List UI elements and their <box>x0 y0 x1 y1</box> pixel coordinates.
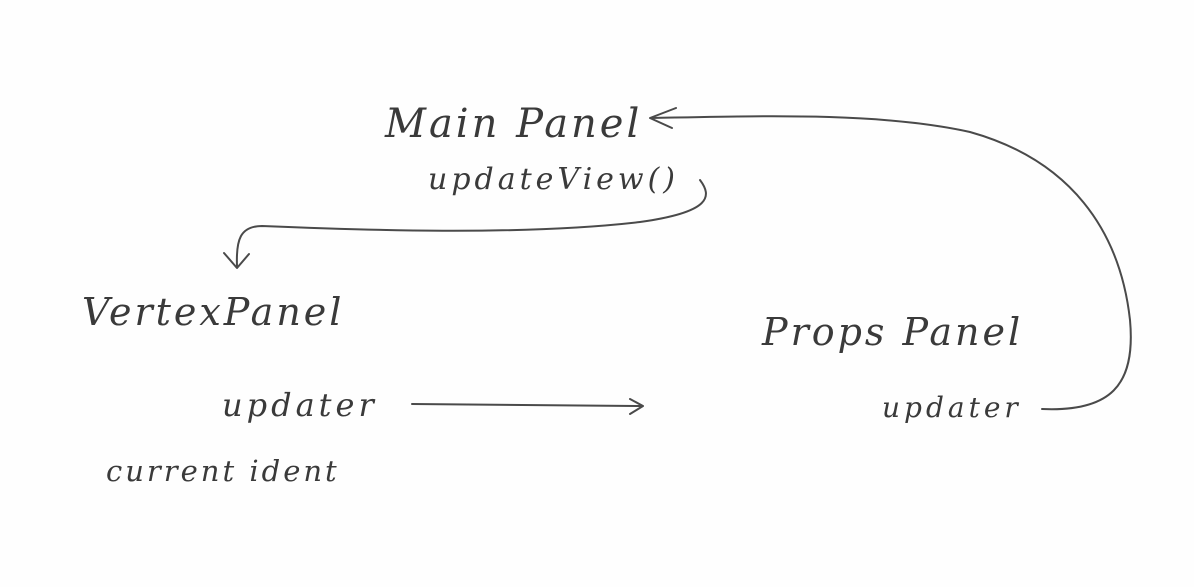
vertex-panel-title: VertexPanel <box>82 290 345 334</box>
props-panel-method: updater <box>882 391 1022 424</box>
arrow-main-to-vertex <box>235 179 707 267</box>
main-panel-title: Main Panel <box>385 101 643 147</box>
vertex-panel-method: updater <box>222 386 378 424</box>
arrow-props-to-main-head <box>649 107 677 129</box>
vertex-panel-field: current ident <box>106 454 340 488</box>
arrow-vertex-to-props <box>411 403 643 407</box>
main-panel-method: updateView() <box>428 162 679 197</box>
props-panel-title: Props Panel <box>762 310 1024 354</box>
arrow-main-to-vertex-head <box>223 252 250 269</box>
arrow-vertex-to-props-head <box>629 398 644 415</box>
arrow-props-to-main <box>651 115 1132 411</box>
